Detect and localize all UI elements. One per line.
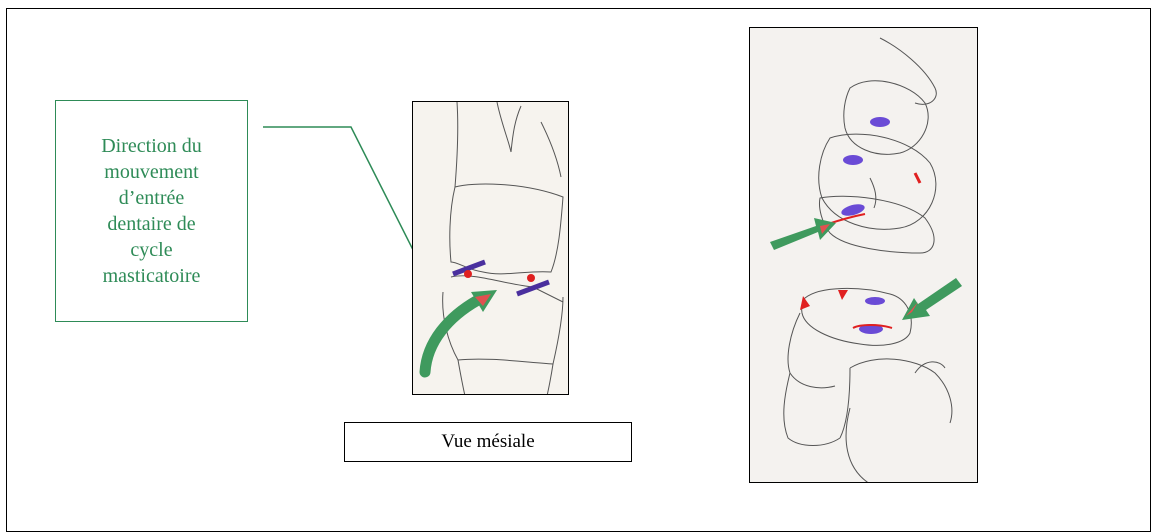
callout-text: Direction du mouvement d’entrée dentaire… xyxy=(101,133,202,289)
arrow-upper xyxy=(770,218,836,250)
caption-text: Vue mésiale xyxy=(441,431,534,453)
contact-dot-left xyxy=(464,270,472,278)
callout-box: Direction du mouvement d’entrée dentaire… xyxy=(55,100,248,322)
contact-dot-right xyxy=(527,274,535,282)
view-caption: Vue mésiale xyxy=(344,422,632,462)
arrow-lower xyxy=(902,278,962,320)
occlusal-view-illustration xyxy=(749,27,978,483)
contact-oval-1 xyxy=(870,117,890,127)
contact-oval-2 xyxy=(843,155,863,165)
mesial-view-illustration xyxy=(412,101,569,395)
contact-oval-4 xyxy=(865,297,885,305)
